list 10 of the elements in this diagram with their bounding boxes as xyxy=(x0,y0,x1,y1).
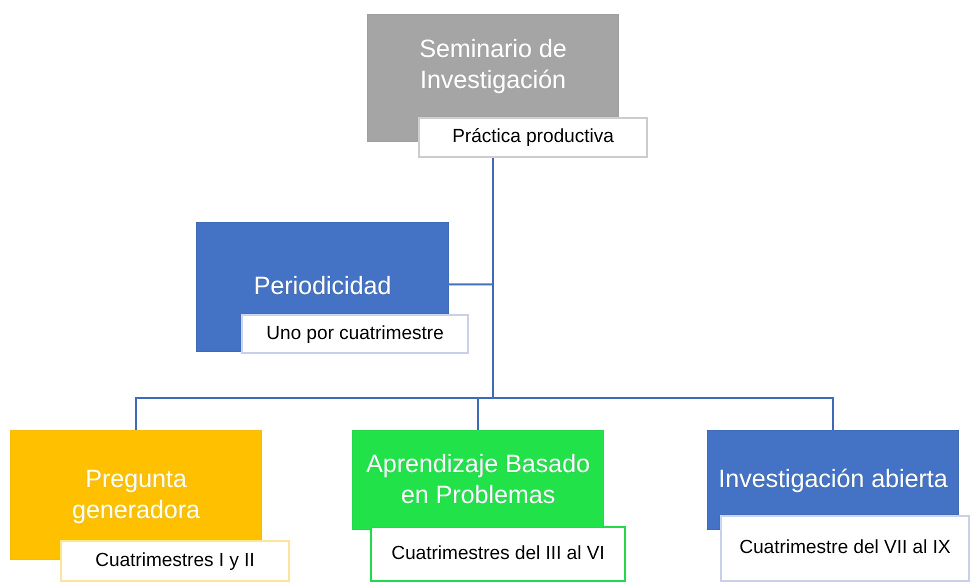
note-label: Cuatrimestre del VII al IX xyxy=(720,515,970,582)
note-label: Cuatrimestres del III al VI xyxy=(370,526,626,582)
node-title: Investigación abierta xyxy=(718,464,948,496)
node-title: Aprendizaje Basado en Problemas xyxy=(365,448,591,511)
node-title: Seminario de Investigación xyxy=(418,34,568,96)
note-label: Cuatrimestres I y II xyxy=(60,540,290,582)
node-title: Pregunta generadora xyxy=(71,464,201,526)
note-label: Uno por cuatrimestre xyxy=(241,314,469,354)
note-label: Práctica productiva xyxy=(418,117,648,158)
node-title: Periodicidad xyxy=(254,271,392,302)
